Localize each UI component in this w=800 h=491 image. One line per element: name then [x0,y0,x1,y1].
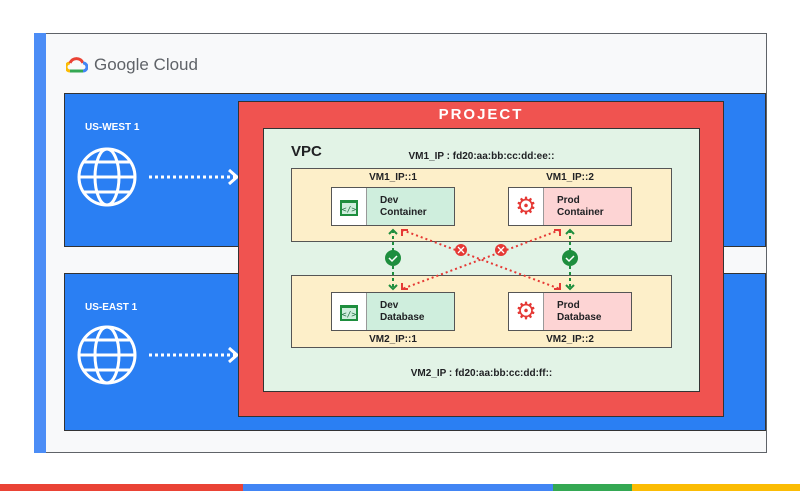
project-title: PROJECT [438,106,524,123]
vm2-prod-ip: VM2_IP::2 [546,334,594,345]
brand-color-bar [0,484,800,491]
gear-icon: ⚙ [515,193,537,220]
region-label: US-WEST 1 [85,122,140,133]
cloud-icon [66,57,88,73]
vm2-ip: VM2_IP : fd20:aa:bb:cc:dd:ff:: [410,368,553,379]
globe-arrow-icon [77,147,240,207]
brand-name: Google Cloud [94,55,198,74]
check-icon [385,250,401,266]
vm1-ip: VM1_IP : fd20:aa:bb:cc:dd:ee:: [408,151,555,162]
x-icon [495,244,507,256]
accent-strip [34,33,46,453]
card-label: Prod [557,195,580,206]
check-icon [562,250,578,266]
vm2-dev-ip: VM2_IP::1 [369,334,417,345]
card-label: Container [380,207,427,218]
vm1-dev-ip: VM1_IP::1 [369,172,417,183]
gear-icon: ⚙ [515,298,537,325]
svg-text:</>: </> [342,310,357,319]
region-label: US-EAST 1 [85,302,138,313]
x-icon [455,244,467,256]
vpc-title: VPC [291,143,322,160]
card-label: Container [557,207,604,218]
globe-arrow-icon [77,325,240,385]
card-label: Dev [380,195,399,206]
google-cloud-logo: Google Cloud [66,55,198,75]
code-window-icon: </> [340,199,358,216]
card-label: Dev [380,300,399,311]
blocked-connection [401,229,561,290]
card-label: Database [557,312,602,323]
card-label: Database [380,312,425,323]
blocked-connection [401,229,561,290]
svg-text:</>: </> [342,205,357,214]
code-window-icon: </> [340,304,358,321]
vm1-prod-ip: VM1_IP::2 [546,172,594,183]
card-label: Prod [557,300,580,311]
